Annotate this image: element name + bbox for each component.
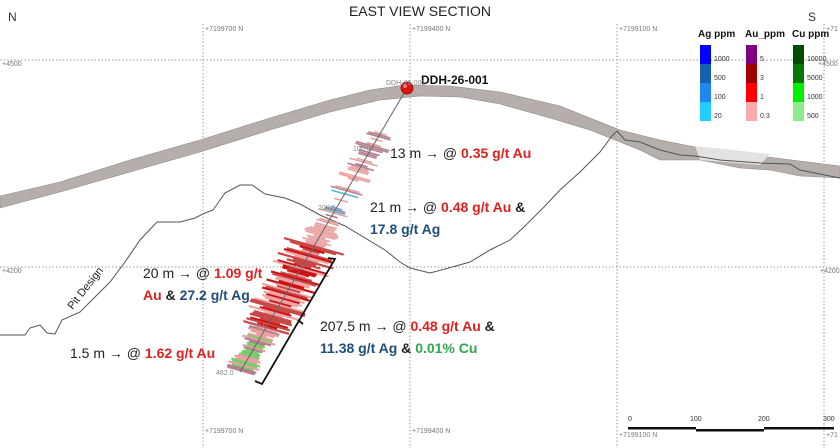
- direction-north-label: N: [8, 10, 17, 24]
- legend-swatch-ag: [700, 64, 711, 83]
- legend-value-cu: 500: [807, 113, 819, 120]
- drillhole-name: DDH-26-001: [421, 73, 489, 87]
- drillhole-trace: [239, 87, 408, 373]
- legend-value-ag: 20: [714, 113, 722, 120]
- pit-design-line: [0, 130, 840, 336]
- legend-swatch-ag: [700, 102, 711, 121]
- legend-value-au: 0.3: [760, 113, 770, 120]
- northing-label: +7199100 N: [619, 26, 658, 33]
- legend-swatch-au: [746, 64, 757, 83]
- legend-value-ag: 100: [714, 94, 726, 101]
- legend-title-au: Au_ppm: [745, 29, 785, 40]
- legend-swatch-cu: [793, 64, 804, 83]
- scale-bar: [628, 427, 834, 432]
- intercept-annotation: 20 m → @ 1.09 g/t Au & 27.2 g/t Ag: [143, 265, 263, 303]
- northing-label: +71: [826, 26, 838, 33]
- depth-label: 400.0: [249, 323, 267, 330]
- section-title: EAST VIEW SECTION: [348, 3, 492, 19]
- depth-label: 482.0: [216, 370, 234, 377]
- legend-swatch-au: [746, 83, 757, 102]
- terrain-band: [0, 84, 840, 209]
- elevation-label: +4200: [2, 268, 22, 275]
- terrain-light-section: [695, 146, 770, 165]
- depth-label: 300.0: [287, 265, 305, 272]
- northing-label: +7199700 N: [205, 26, 244, 33]
- intercept-annotation: 21 m → @ 0.48 g/t Au & 17.8 g/t Ag: [370, 199, 526, 237]
- depth-label: 200.0: [318, 205, 336, 212]
- legend-value-ag: 1000: [714, 56, 730, 63]
- collar-label: DDH-26-001: [386, 80, 426, 87]
- legend-swatch-ag: [700, 83, 711, 102]
- elevation-label: +4500: [818, 61, 838, 68]
- northing-label: +7199700 N: [205, 428, 244, 435]
- interval-bracket: [254, 257, 337, 386]
- intercept-annotation: 207.5 m → @ 0.48 g/t Au & 11.38 g/t Ag &…: [320, 318, 495, 356]
- elevation-label: +4500: [2, 61, 22, 68]
- legend-value-au: 1: [760, 94, 764, 101]
- scale-label: 100: [690, 416, 702, 423]
- legend-title-ag: Ag ppm: [698, 29, 736, 40]
- direction-south-label: S: [808, 10, 817, 24]
- northing-label: +7199400 N: [412, 428, 451, 435]
- northing-label: +7199400 N: [412, 26, 451, 33]
- scale-label: 300: [823, 416, 835, 423]
- legend-swatch-cu: [793, 45, 804, 64]
- scale-label: 0: [628, 416, 632, 423]
- legend-swatch-au: [746, 45, 757, 64]
- elevation-label: +4200: [820, 268, 840, 275]
- northing-label: +71: [826, 432, 838, 439]
- legend-swatch-ag: [700, 45, 711, 64]
- intercept-annotation: 13 m → @ 0.35 g/t Au: [390, 145, 532, 161]
- legend-value-au: 5: [760, 56, 764, 63]
- legend-title-cu: Cu ppm: [792, 29, 830, 40]
- legend-value-au: 3: [760, 75, 764, 82]
- scale-label: 200: [758, 416, 770, 423]
- legend-value-cu: 10000: [807, 56, 827, 63]
- legend-swatch-cu: [793, 83, 804, 102]
- northing-label: +7199100 N: [619, 432, 658, 439]
- legend-value-cu: 5000: [807, 75, 823, 82]
- legend-swatch-au: [746, 102, 757, 121]
- legend-value-ag: 500: [714, 75, 726, 82]
- legend-value-cu: 1000: [807, 94, 823, 101]
- depth-label: 100.0: [353, 146, 371, 153]
- legend-swatch-cu: [793, 102, 804, 121]
- intercept-annotation: 1.5 m → @ 1.62 g/t Au: [70, 345, 216, 361]
